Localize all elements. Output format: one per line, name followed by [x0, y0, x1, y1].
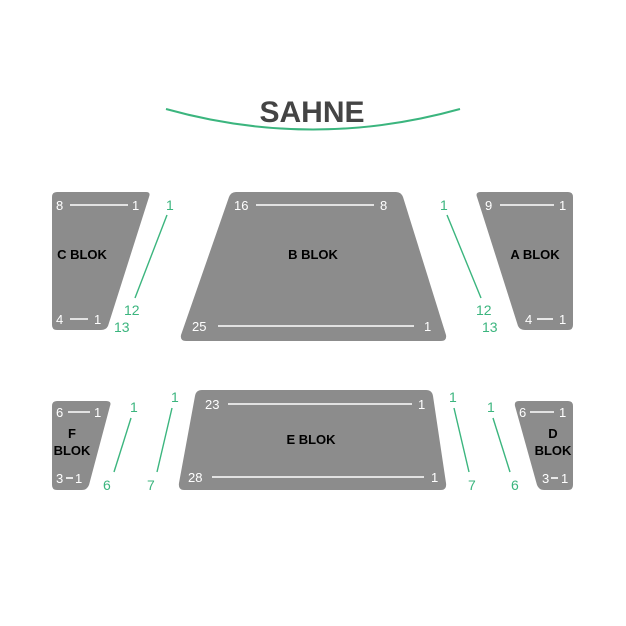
- aisle-upper-left-top: 1: [166, 197, 174, 213]
- aisle-upper-left-line: [134, 214, 168, 299]
- block-e-row-bottom-right: 1: [431, 470, 438, 485]
- block-a[interactable]: 9 1 A BLOK 4 1: [476, 192, 574, 330]
- block-f-row-bottom-right: 1: [75, 471, 82, 486]
- aisle-lower-left-outer-bottom: 6: [103, 477, 111, 493]
- aisle-lower-left-outer-top: 1: [130, 399, 138, 415]
- block-b-row-bottom-right: 1: [424, 319, 431, 334]
- block-f-row-top-right: 1: [94, 405, 101, 420]
- block-b-row-top-right: 8: [380, 198, 387, 213]
- block-e[interactable]: 23 1 E BLOK 28 1: [178, 390, 447, 490]
- block-a-row-bottom-right: 1: [559, 312, 566, 327]
- block-e-shape: [178, 390, 447, 490]
- block-f-row-top-left: 6: [56, 405, 63, 420]
- block-c-label: C BLOK: [57, 247, 107, 262]
- aisle-lower-right-outer: 1 6: [487, 399, 519, 493]
- block-d-row-top-left: 6: [519, 405, 526, 420]
- block-d-row-bottom-left: 3: [542, 471, 549, 486]
- aisle-upper-left-bottom-b: 13: [114, 319, 130, 335]
- aisle-upper-right-bottom-b: 13: [482, 319, 498, 335]
- block-b[interactable]: 16 8 B BLOK 25 1: [180, 192, 447, 341]
- block-e-label: E BLOK: [286, 432, 336, 447]
- block-c-row-top-right: 1: [132, 198, 139, 213]
- aisle-lower-right-inner: 1 7: [449, 389, 476, 493]
- stage-label: SAHNE: [259, 96, 364, 129]
- block-a-label: A BLOK: [510, 247, 560, 262]
- block-b-label: B BLOK: [288, 247, 338, 262]
- aisle-lower-left-inner-bottom: 7: [147, 477, 155, 493]
- block-c-row-bottom-right: 1: [94, 312, 101, 327]
- aisle-upper-left-bottom-a: 12: [124, 302, 140, 318]
- block-c-row-bottom-left: 4: [56, 312, 63, 327]
- block-d-label-line1: D: [548, 426, 557, 441]
- block-b-row-top-left: 16: [234, 198, 248, 213]
- block-f-label-line2: BLOK: [54, 443, 91, 458]
- block-f-row-bottom-left: 3: [56, 471, 63, 486]
- aisle-lower-right-outer-bottom: 6: [511, 477, 519, 493]
- aisle-lower-right-inner-bottom: 7: [468, 477, 476, 493]
- block-a-row-top-right: 1: [559, 198, 566, 213]
- block-f[interactable]: 6 1 F BLOK 3 1: [52, 401, 111, 490]
- aisle-lower-right-inner-top: 1: [449, 389, 457, 405]
- block-d-row-bottom-right: 1: [561, 471, 568, 486]
- aisle-lower-left-inner-line: [156, 407, 173, 473]
- block-f-label-line1: F: [68, 426, 76, 441]
- block-b-shape: [180, 192, 447, 341]
- aisle-lower-right-outer-top: 1: [487, 399, 495, 415]
- block-e-row-top-left: 23: [205, 397, 219, 412]
- aisle-lower-left-outer: 1 6: [103, 399, 138, 493]
- aisle-upper-left: 1 12 13: [114, 197, 174, 335]
- aisle-lower-right-inner-line: [453, 407, 470, 473]
- block-a-shape: [476, 192, 573, 330]
- block-c-row-top-left: 8: [56, 198, 63, 213]
- block-d-label-line2: BLOK: [535, 443, 572, 458]
- aisle-upper-right-bottom-a: 12: [476, 302, 492, 318]
- aisle-upper-right: 1 12 13: [440, 197, 498, 335]
- block-d[interactable]: 6 1 D BLOK 3 1: [514, 401, 573, 490]
- block-a-row-top-left: 9: [485, 198, 492, 213]
- block-e-row-top-right: 1: [418, 397, 425, 412]
- aisle-upper-right-top: 1: [440, 197, 448, 213]
- aisle-lower-left-outer-line: [113, 417, 132, 473]
- block-d-shape: [514, 401, 573, 490]
- block-a-row-bottom-left: 4: [525, 312, 532, 327]
- aisle-lower-right-outer-line: [492, 417, 511, 473]
- block-e-row-bottom-left: 28: [188, 470, 202, 485]
- block-d-row-top-right: 1: [559, 405, 566, 420]
- aisle-upper-right-line: [446, 214, 482, 299]
- aisle-lower-left-inner: 1 7: [147, 389, 179, 493]
- block-b-row-bottom-left: 25: [192, 319, 206, 334]
- block-f-shape: [52, 401, 111, 490]
- block-c-shape: [52, 192, 150, 330]
- stage-arc: [165, 108, 461, 131]
- aisle-lower-left-inner-top: 1: [171, 389, 179, 405]
- block-c[interactable]: 8 1 C BLOK 4 1: [52, 192, 150, 330]
